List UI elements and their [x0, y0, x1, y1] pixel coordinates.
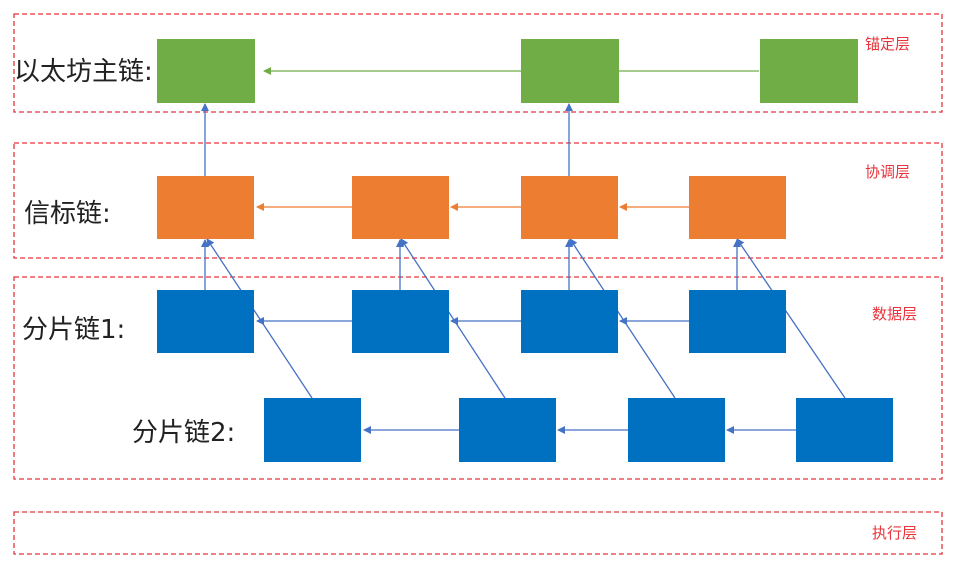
- anchor-layer-label: 锚定层: [865, 35, 910, 53]
- execution-layer-label: 执行层: [872, 524, 917, 542]
- anchor-layer-box: [13, 13, 943, 113]
- beacon-block: [521, 176, 618, 239]
- data-layer-label: 数据层: [872, 305, 917, 323]
- shard2-block: [264, 398, 361, 462]
- data-layer-box: [13, 276, 943, 480]
- eth-block: [521, 39, 619, 103]
- eth-block: [760, 39, 858, 103]
- eth-main-chain-label: 以太坊主链:: [14, 57, 153, 87]
- shard2-block: [459, 398, 556, 462]
- shard2-block: [796, 398, 893, 462]
- coordination-layer-label: 协调层: [865, 163, 910, 181]
- shard2-chain-label: 分片链2:: [132, 418, 235, 448]
- shard1-block: [352, 290, 449, 353]
- beacon-block: [689, 176, 786, 239]
- beacon-chain-label: 信标链:: [24, 199, 111, 229]
- execution-layer-box: [13, 511, 943, 555]
- shard1-block: [157, 290, 254, 353]
- eth-block: [157, 39, 255, 103]
- beacon-block: [157, 176, 254, 239]
- crosslink-shard2-to-beacon: [736, 238, 846, 399]
- coordination-layer-box: [13, 142, 943, 259]
- beacon-block: [352, 176, 449, 239]
- shard2-block: [628, 398, 725, 462]
- shard1-chain-label: 分片链1:: [22, 315, 125, 345]
- shard1-block: [689, 290, 786, 353]
- shard1-block: [521, 290, 618, 353]
